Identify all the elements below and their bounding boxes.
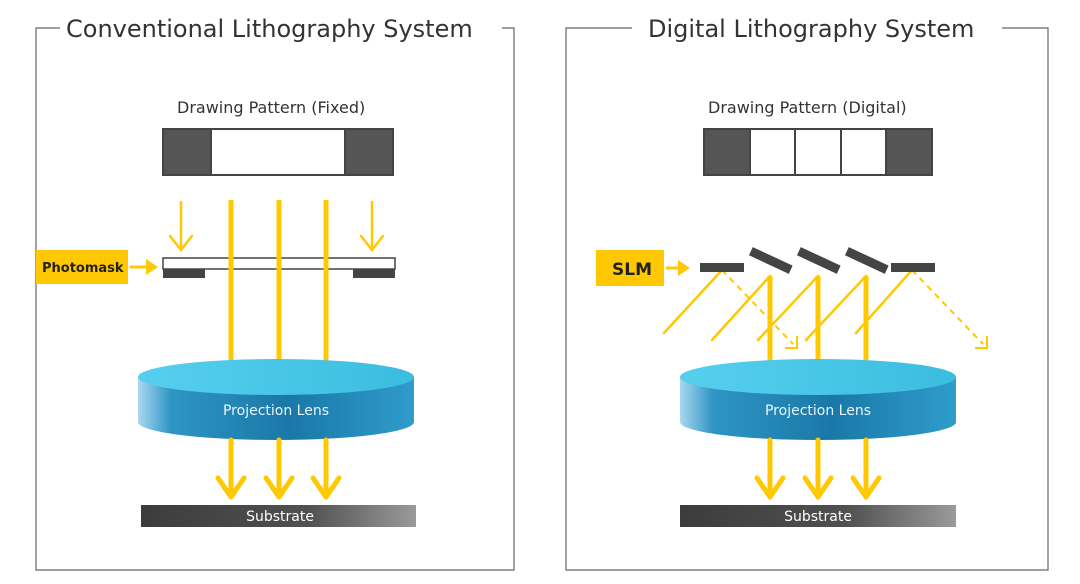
digital-panel: Digital Lithography System Drawing Patte…: [565, 15, 1049, 571]
conventional-title: Conventional Lithography System: [66, 15, 473, 43]
photomask-tag: Photomask: [36, 250, 158, 284]
digital-lens-label: Projection Lens: [765, 403, 871, 419]
conventional-lens-label: Projection Lens: [223, 403, 329, 419]
slm-tag: SLM: [596, 250, 690, 286]
slm-off-rays: [721, 269, 984, 345]
slm-off-ray-heads: [785, 336, 988, 349]
digital-substrate: Substrate: [680, 505, 956, 527]
conventional-pattern-label: Drawing Pattern (Fixed): [177, 98, 365, 117]
conventional-panel: Conventional Lithography System Drawing …: [35, 15, 515, 571]
slm-mirror-array: [700, 247, 935, 274]
conventional-output-arrows: [215, 437, 342, 500]
digital-title: Digital Lithography System: [648, 15, 974, 43]
conventional-substrate: Substrate: [141, 505, 416, 527]
slm-label: SLM: [612, 260, 652, 280]
slm-incident-rays: [662, 268, 914, 342]
photomask-label: Photomask: [42, 261, 124, 276]
illumination-arrows: [168, 200, 385, 253]
conventional-beams: [228, 200, 329, 378]
digital-substrate-label: Substrate: [784, 509, 852, 525]
digital-drawing-pattern: [703, 128, 933, 176]
digital-pattern-label: Drawing Pattern (Digital): [708, 98, 907, 117]
digital-output-arrows: [754, 437, 882, 500]
conventional-substrate-label: Substrate: [246, 509, 314, 525]
conventional-frame: [35, 27, 515, 571]
digital-projection-lens: Projection Lens: [680, 359, 956, 440]
conventional-projection-lens: Projection Lens: [138, 359, 414, 440]
fixed-drawing-pattern: [162, 128, 394, 176]
digital-frame: [565, 27, 1049, 571]
